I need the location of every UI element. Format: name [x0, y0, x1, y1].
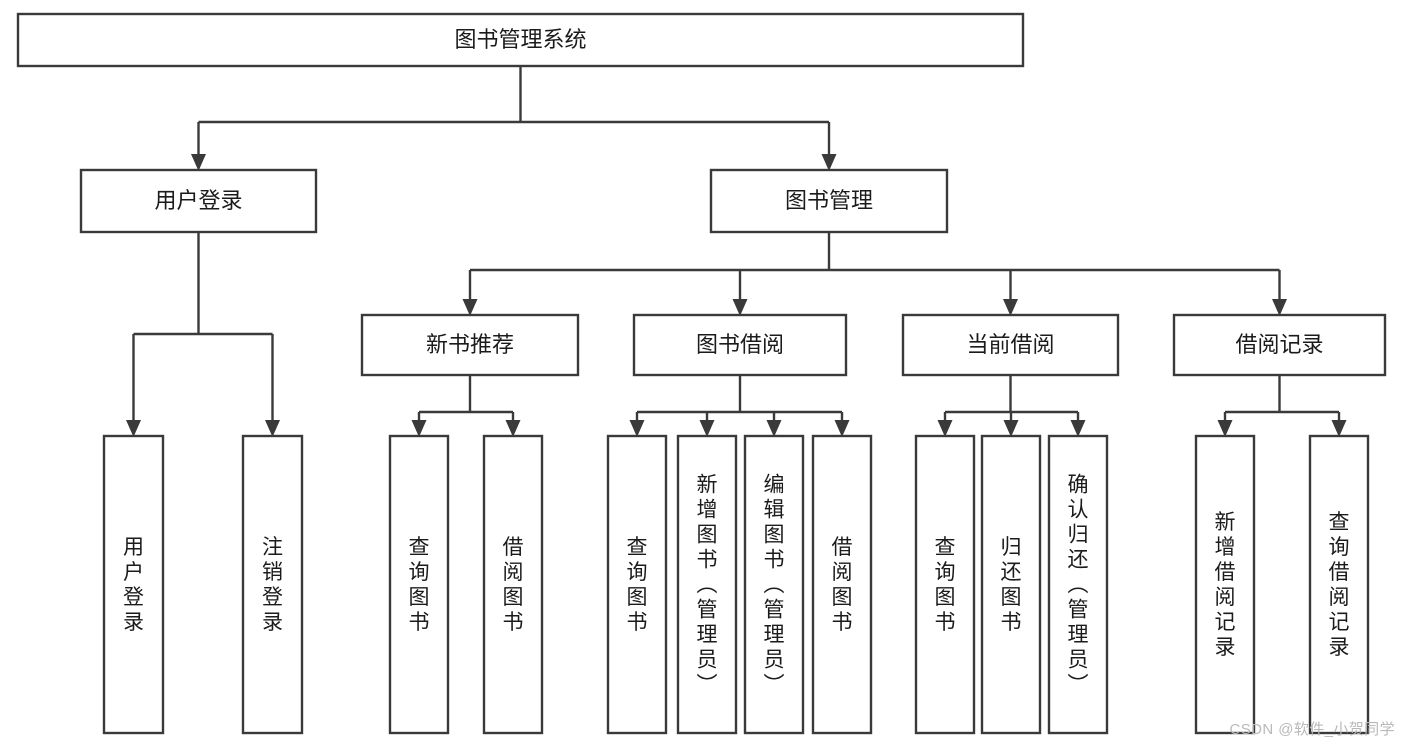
arrow-head-icon	[505, 420, 521, 437]
connectors-layer	[126, 66, 1347, 437]
node-leaf-查询图书[interactable]: 查询图书	[914, 434, 976, 735]
node-rect	[1308, 434, 1370, 735]
node-图书管理[interactable]: 图书管理	[709, 168, 949, 234]
node-rect	[676, 434, 738, 735]
node-当前借阅[interactable]: 当前借阅	[901, 313, 1120, 377]
node-rect	[980, 434, 1042, 735]
node-label: 编辑图书︵管理员︶	[764, 474, 785, 697]
arrow-head-icon	[411, 420, 427, 437]
node-label: 查询图书	[627, 536, 648, 634]
node-leaf-编辑图书管理员[interactable]: 编辑图书︵管理员︶	[743, 434, 805, 735]
node-rect	[743, 434, 805, 735]
node-label: 查询图书	[935, 536, 956, 634]
node-leaf-查询图书[interactable]: 查询图书	[606, 434, 668, 735]
node-rect	[1194, 434, 1256, 735]
arrow-head-icon	[834, 420, 850, 437]
arrow-head-icon	[265, 420, 280, 437]
arrow-head-icon	[1003, 299, 1018, 316]
arrow-head-icon	[1272, 299, 1287, 316]
node-label: 图书借阅	[696, 332, 784, 357]
node-leaf-归还图书[interactable]: 归还图书	[980, 434, 1042, 735]
node-leaf-查询借阅记录[interactable]: 查询借阅记录	[1308, 434, 1370, 735]
node-label: 新书推荐	[426, 332, 514, 357]
arrow-head-icon	[191, 154, 206, 171]
node-label: 借阅图书	[503, 536, 524, 634]
node-借阅记录[interactable]: 借阅记录	[1172, 313, 1387, 377]
node-leaf-用户登录[interactable]: 用户登录	[102, 434, 165, 735]
node-label: 查询图书	[409, 536, 430, 634]
node-label: 用户登录	[123, 536, 144, 634]
node-新书推荐[interactable]: 新书推荐	[360, 313, 580, 377]
node-leaf-新增借阅记录[interactable]: 新增借阅记录	[1194, 434, 1256, 735]
node-label: 借阅记录	[1235, 332, 1323, 357]
node-root[interactable]: 图书管理系统	[16, 12, 1025, 68]
node-rect	[482, 434, 544, 735]
arrow-head-icon	[937, 420, 953, 437]
node-label: 当前借阅	[966, 332, 1054, 357]
arrow-head-icon	[1070, 420, 1086, 437]
node-rect	[632, 313, 848, 377]
node-label: 归还图书	[1001, 536, 1022, 634]
arrow-head-icon	[1331, 420, 1347, 437]
node-label: 查询借阅记录	[1329, 511, 1350, 659]
node-leaf-借阅图书[interactable]: 借阅图书	[482, 434, 544, 735]
node-label: 确认归还︵管理员︶	[1068, 474, 1089, 697]
arrow-head-icon	[1003, 420, 1019, 437]
node-label: 图书管理	[785, 188, 873, 213]
node-rect	[901, 313, 1120, 377]
node-rect	[102, 434, 165, 735]
arrow-head-icon	[821, 154, 837, 171]
node-label: 注销登录	[262, 536, 283, 634]
csdn-watermark: CSDN @软件_小贺同学	[1229, 721, 1395, 738]
arrow-head-icon	[1217, 420, 1233, 437]
node-rect	[1172, 313, 1387, 377]
nodes-layer: 图书管理系统用户登录图书管理新书推荐图书借阅当前借阅借阅记录用户登录注销登录查询…	[16, 12, 1387, 735]
node-rect	[79, 168, 318, 234]
node-用户登录[interactable]: 用户登录	[79, 168, 318, 234]
node-label: 图书管理系统	[454, 27, 586, 52]
node-图书借阅[interactable]: 图书借阅	[632, 313, 848, 377]
node-label: 新增借阅记录	[1215, 511, 1236, 659]
node-label: 新增图书︵管理员︶	[697, 474, 718, 697]
arrow-head-icon	[766, 420, 782, 437]
node-rect	[16, 12, 1025, 68]
node-leaf-查询图书[interactable]: 查询图书	[388, 434, 450, 735]
node-leaf-确认归还管理员[interactable]: 确认归还︵管理员︶	[1047, 434, 1109, 735]
node-leaf-新增图书管理员[interactable]: 新增图书︵管理员︶	[676, 434, 738, 735]
node-label: 用户登录	[154, 188, 242, 213]
arrow-head-icon	[629, 420, 645, 437]
arrow-head-icon	[732, 299, 748, 316]
arrow-head-icon	[699, 420, 715, 437]
node-label: 借阅图书	[832, 536, 853, 634]
node-rect	[241, 434, 304, 735]
node-rect	[914, 434, 976, 735]
node-rect	[388, 434, 450, 735]
arrow-head-icon	[462, 299, 478, 316]
node-rect	[709, 168, 949, 234]
node-rect	[360, 313, 580, 377]
node-leaf-借阅图书[interactable]: 借阅图书	[811, 434, 873, 735]
node-leaf-注销登录[interactable]: 注销登录	[241, 434, 304, 735]
arrow-head-icon	[126, 420, 141, 437]
node-rect	[1047, 434, 1109, 735]
node-rect	[811, 434, 873, 735]
node-rect	[606, 434, 668, 735]
